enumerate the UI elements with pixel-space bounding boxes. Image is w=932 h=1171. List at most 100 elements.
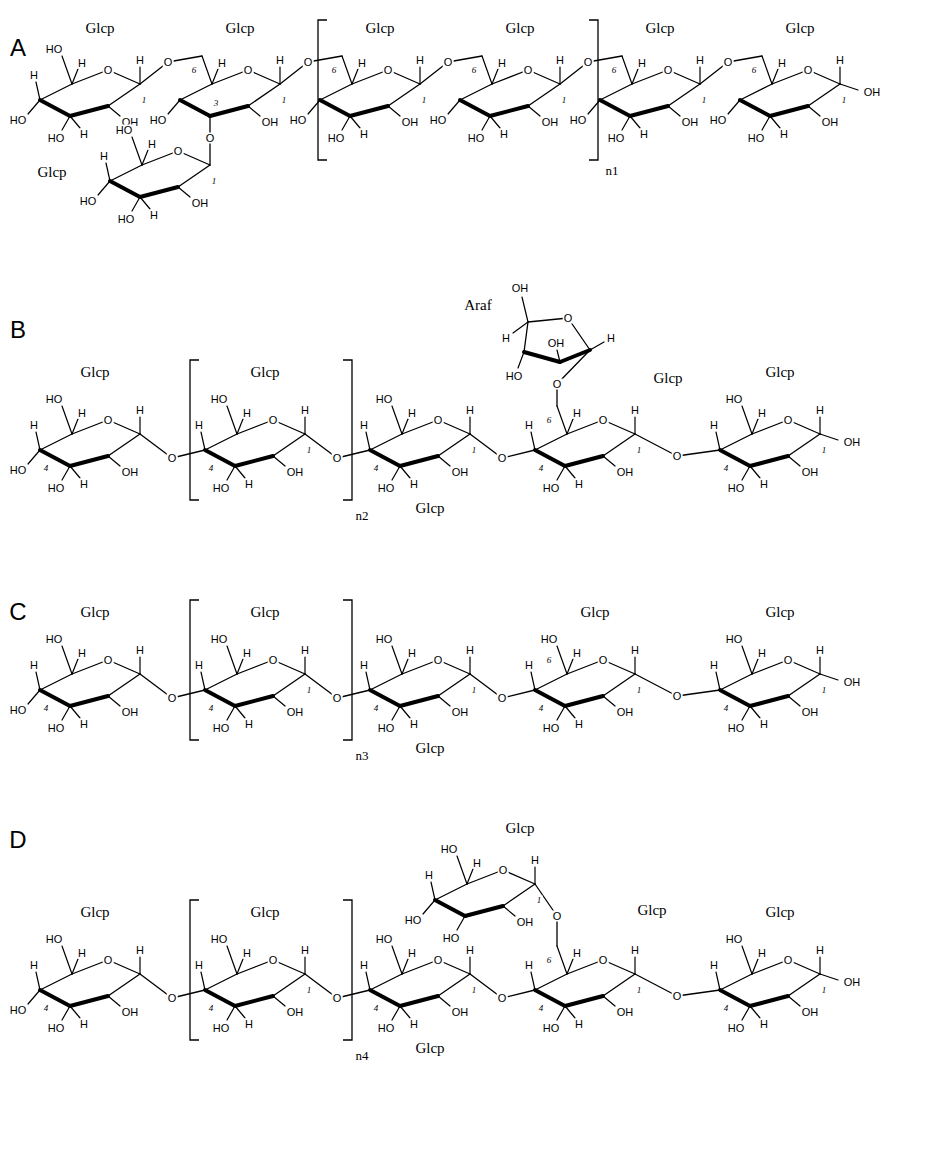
bond-line [742, 466, 750, 480]
bond-line [308, 100, 320, 114]
bond-line [304, 417, 305, 434]
residue-name: Glcp [765, 905, 794, 920]
bond-line [352, 69, 358, 84]
ring-bond-bold [490, 106, 528, 116]
bond-line [531, 972, 535, 990]
ring-bond [108, 974, 140, 996]
bond-line [273, 996, 285, 1006]
bond-line [201, 972, 205, 990]
atom-label: H [759, 719, 769, 730]
position-number: 1 [536, 896, 543, 905]
ring-bond [524, 322, 528, 352]
position-number: 6 [751, 66, 758, 75]
ring-bond [235, 996, 273, 1006]
atom-label: HO [115, 125, 134, 136]
position-number: 1 [306, 446, 313, 455]
atom-label: OH [863, 87, 882, 98]
atom-label: OH [843, 437, 862, 448]
atom-label: OH [547, 338, 566, 349]
ring-bond [350, 106, 388, 116]
bond-line [28, 450, 40, 464]
residue-name: Glcp [765, 365, 794, 380]
panel-letter: B [10, 318, 26, 342]
ring-bond-bold [770, 106, 808, 116]
bond-line [750, 1006, 760, 1018]
atom-label: HO [607, 133, 626, 144]
atom-label: O [163, 57, 174, 68]
bond-line [108, 456, 120, 466]
position-number: 1 [281, 96, 288, 105]
atom-label: OH [121, 1007, 140, 1018]
atom-label: H [79, 129, 89, 140]
bond-line [62, 406, 72, 434]
ring-bond [630, 106, 668, 116]
bond-line [448, 100, 460, 114]
atom-label: HO [47, 1023, 66, 1034]
atom-label: HO [9, 465, 28, 476]
bond-line [630, 116, 640, 128]
bond-line [742, 646, 752, 674]
ring-bond-bold [400, 996, 438, 1006]
bond-line [388, 106, 400, 116]
position-number: 1 [561, 96, 568, 105]
position-number: 1 [636, 986, 643, 995]
position-number: 6 [331, 66, 338, 75]
atom-label: O [563, 313, 574, 324]
ring-bond-bold [750, 996, 788, 1006]
position-number: 1 [821, 986, 828, 995]
atom-label: H [29, 420, 39, 431]
atom-label: HO [747, 133, 766, 144]
bond-line [742, 1006, 750, 1020]
bond-line [742, 706, 750, 720]
atom-label: HO [210, 634, 229, 645]
bond-line [531, 432, 535, 450]
position-number: 1 [636, 446, 643, 455]
atom-label: H [29, 70, 39, 81]
ring-bond [388, 84, 420, 106]
bond-line [342, 116, 350, 130]
bond-line [108, 106, 120, 116]
atom-label: H [149, 210, 159, 221]
bond-line [632, 69, 638, 84]
bond-line [139, 417, 140, 434]
atom-label: H [630, 945, 640, 956]
ring-bond [370, 434, 402, 450]
atom-label: H [835, 55, 845, 66]
atom-label: H [630, 405, 640, 416]
position-number: 4 [373, 464, 380, 473]
ring-bond-bold [400, 696, 438, 706]
bond-line [557, 1006, 565, 1020]
position-number: 6 [471, 66, 478, 75]
bond-line [557, 946, 567, 974]
ring-bond-bold [524, 352, 560, 362]
bond-line [634, 957, 635, 974]
ring-bond [668, 84, 700, 106]
atom-label: OH [451, 707, 470, 718]
bond-line [557, 646, 567, 674]
bond-line [469, 957, 470, 974]
atom-label: HO [375, 934, 394, 945]
atom-label: O [268, 955, 279, 966]
ring-bond-bold [235, 696, 273, 706]
bond-line [62, 646, 72, 674]
ring-bond-bold [560, 350, 590, 362]
bond-line [227, 1006, 235, 1020]
bond-line [788, 996, 800, 1006]
position-number: 4 [208, 464, 215, 473]
atom-label: H [29, 960, 39, 971]
residue-name: Glcp [415, 1041, 444, 1056]
position-number: 4 [538, 704, 545, 713]
atom-label: H [300, 945, 310, 956]
ring-bond [435, 900, 465, 916]
bond-line [635, 434, 677, 456]
atom-label: HO [540, 634, 559, 645]
atom-label: OH [451, 467, 470, 478]
ring-bond [740, 84, 772, 100]
position-number: 1 [471, 986, 478, 995]
position-number: 1 [141, 96, 148, 105]
bond-line [503, 906, 515, 916]
atom-label: H [574, 719, 584, 730]
atom-label: O [598, 955, 609, 966]
bond-line [72, 419, 78, 434]
